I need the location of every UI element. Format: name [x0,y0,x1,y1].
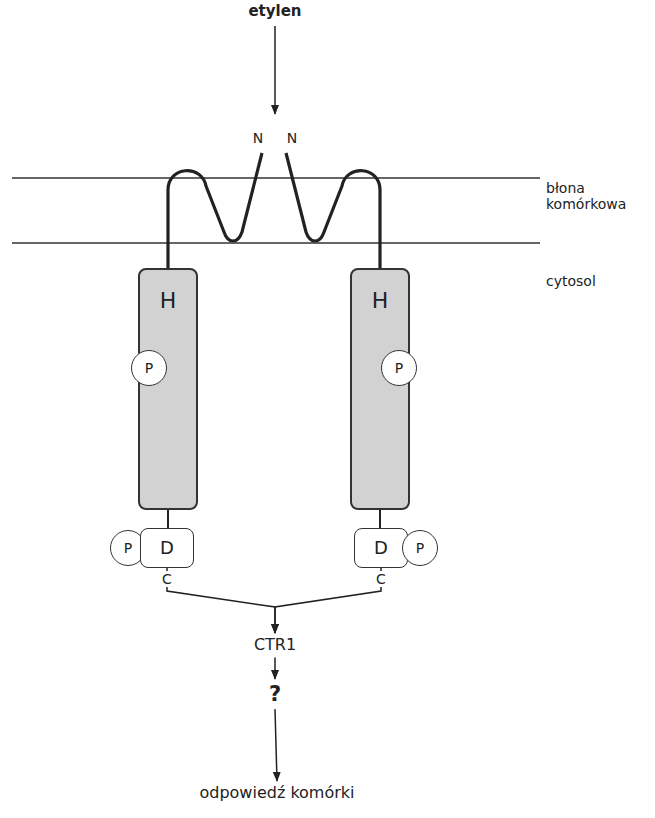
transmembrane-strand [286,153,380,268]
phosphate-circle: P [402,530,438,566]
pathway-step: CTR1 [252,636,298,654]
node-text: P [124,540,132,556]
connector [379,510,381,528]
pathway-step: odpowiedź komórki [197,784,356,802]
node-text: P [395,360,403,376]
terminus-label: C [374,571,388,587]
terminus-label: C [160,571,174,587]
node-text: ? [269,682,281,706]
node-text: D [160,538,174,559]
connector [275,709,277,781]
label-text: błona komórkowa [546,180,650,212]
label-text: C [162,571,172,587]
ligand-arrow [274,26,276,114]
compartment-label: cytosol [546,273,650,289]
label-text: etylen [248,3,301,20]
membrane-label: błona komórkowa [546,180,650,212]
node-text: H [160,288,177,313]
node-text: H [372,288,389,313]
membrane-line [12,242,540,243]
node-text: D [374,538,388,559]
connector [274,657,276,679]
label-text: N [287,130,297,146]
label-text: cytosol [546,273,596,289]
label-text: C [376,571,386,587]
histidine-kinase-domain: H [138,268,198,510]
terminus-label: N [253,130,263,146]
phosphate-circle: P [381,350,417,386]
node-text: P [145,360,153,376]
node-text: P [416,540,424,556]
pathway-step: ? [267,682,283,706]
ligand-label: etylen [248,2,301,20]
node-text: CTR1 [254,636,296,654]
membrane-line [12,177,540,178]
receiver-domain: D [140,528,194,568]
terminus-label: N [287,130,297,146]
phosphate-circle: P [131,350,167,386]
connector [275,568,381,633]
histidine-kinase-domain: H [350,268,410,510]
node-text: odpowiedź komórki [199,784,354,802]
label-text: N [253,130,263,146]
connector [167,568,275,633]
receiver-domain: D [354,528,408,568]
connector [167,510,169,528]
transmembrane-strand [168,153,262,268]
